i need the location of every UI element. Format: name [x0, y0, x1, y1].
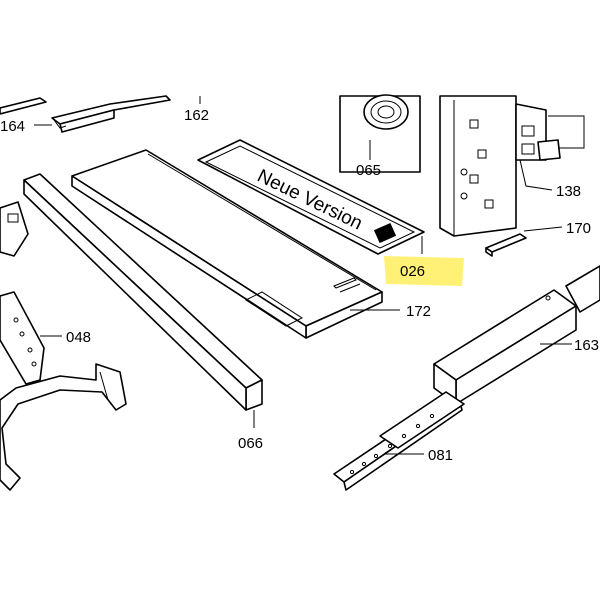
part-066-bar — [23, 173, 263, 411]
part-170 — [485, 233, 527, 257]
panel-black-marker — [373, 222, 397, 244]
label-170: 170 — [566, 220, 591, 237]
label-026-highlight — [384, 256, 464, 286]
label-164: 164 — [0, 118, 25, 135]
part-172-tray — [71, 149, 383, 339]
label-163: 163 — [574, 337, 599, 354]
part-065 — [339, 94, 421, 173]
part-138 — [537, 115, 585, 161]
label-162: 162 — [184, 107, 209, 124]
part-left-clip — [0, 201, 29, 257]
part-164 — [0, 95, 171, 133]
part-163-rail — [433, 265, 600, 405]
label-081: 081 — [428, 447, 453, 464]
part-048 — [0, 291, 45, 385]
part-wire-harness — [0, 363, 127, 491]
label-066: 066 — [238, 435, 263, 452]
label-048: 048 — [66, 329, 91, 346]
label-138: 138 — [556, 183, 581, 200]
part-081-slide — [333, 391, 465, 491]
label-172: 172 — [406, 303, 431, 320]
label-065: 065 — [356, 162, 381, 179]
part-housing — [439, 95, 547, 237]
label-026: 026 — [400, 263, 425, 280]
